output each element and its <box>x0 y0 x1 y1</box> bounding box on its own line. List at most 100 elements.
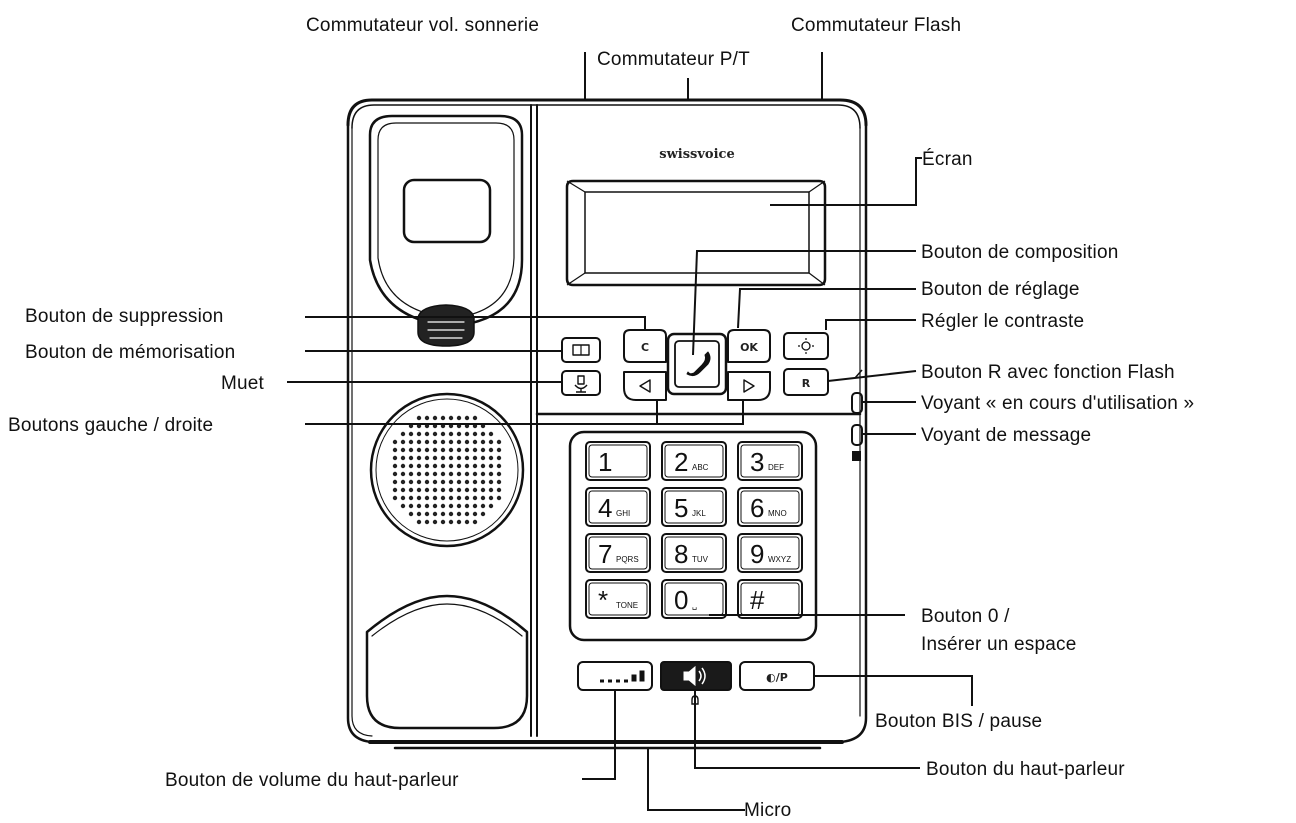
grille-hole <box>448 487 454 493</box>
grille-hole <box>408 487 414 493</box>
grille-hole <box>456 495 462 501</box>
grille-hole <box>440 503 446 509</box>
led-arc-mark <box>854 369 863 379</box>
grille-hole <box>400 447 406 453</box>
grille-hole <box>472 519 478 525</box>
delete-button[interactable]: C <box>623 329 667 363</box>
label-memory-button: Bouton de mémorisation <box>25 342 235 363</box>
grille-hole <box>464 447 470 453</box>
grille-hole <box>472 479 478 485</box>
grille-hole <box>416 495 422 501</box>
redial-pause-button[interactable]: ◐/P <box>739 661 815 691</box>
grille-hole <box>448 519 454 525</box>
grille-hole <box>496 479 502 485</box>
grille-hole <box>488 495 494 501</box>
grille-hole <box>456 431 462 437</box>
grille-hole <box>456 519 462 525</box>
label-speaker-volume: Bouton de volume du haut-parleur <box>165 770 459 791</box>
grille-hole <box>416 519 422 525</box>
grille-hole <box>408 455 414 461</box>
speaker-volume-button[interactable] <box>577 661 653 691</box>
grille-hole <box>432 447 438 453</box>
memory-button[interactable] <box>561 337 601 363</box>
grille-hole <box>448 511 454 517</box>
grille-hole <box>488 447 494 453</box>
grille-hole <box>424 455 430 461</box>
grille-hole <box>496 439 502 445</box>
label-contrast: Régler le contraste <box>921 311 1084 332</box>
redial-pause-label: ◐/P <box>766 671 788 684</box>
grille-hole <box>488 503 494 509</box>
grille-hole <box>472 431 478 437</box>
label-flash-switch: Commutateur Flash <box>791 15 961 36</box>
label-message-led: Voyant de message <box>921 425 1091 446</box>
keypad-key-letters: ABC <box>692 463 709 472</box>
speaker-grille <box>392 415 502 525</box>
grille-hole <box>440 471 446 477</box>
grille-hole <box>432 519 438 525</box>
keypad-key-letters: JKL <box>692 509 706 518</box>
grille-hole <box>440 519 446 525</box>
ok-button[interactable]: OK <box>727 329 771 363</box>
arrow-left-icon <box>639 379 651 393</box>
grille-hole <box>456 447 462 453</box>
grille-hole <box>432 503 438 509</box>
label-mute: Muet <box>221 373 265 394</box>
keypad-key-digit: 6 <box>750 493 764 523</box>
grille-hole <box>408 447 414 453</box>
keypad-key-digit: * <box>598 585 608 615</box>
grille-hole <box>392 495 398 501</box>
grille-hole <box>432 487 438 493</box>
grille-hole <box>464 479 470 485</box>
contrast-button[interactable] <box>783 332 829 360</box>
keypad-key[interactable]: # <box>737 579 803 619</box>
grille-hole <box>424 519 430 525</box>
keypad-key[interactable]: 1 <box>585 441 651 481</box>
delete-button-label: C <box>641 341 649 354</box>
mute-button[interactable] <box>561 370 601 396</box>
grille-hole <box>472 503 478 509</box>
grille-hole <box>400 455 406 461</box>
grille-hole <box>432 455 438 461</box>
right-arrow-button[interactable] <box>727 371 771 401</box>
grille-hole <box>496 447 502 453</box>
grille-hole <box>424 439 430 445</box>
grille-hole <box>464 431 470 437</box>
grille-hole <box>432 431 438 437</box>
grille-hole <box>464 439 470 445</box>
top-switch-lines <box>584 52 823 100</box>
grille-hole <box>456 439 462 445</box>
r-button-label: R <box>802 377 811 390</box>
grille-hole <box>440 487 446 493</box>
r-flash-button[interactable]: R <box>783 368 829 396</box>
grille-hole <box>432 439 438 445</box>
keypad-key[interactable]: *TONE <box>585 579 651 619</box>
label-pt-switch: Commutateur P/T <box>597 49 750 70</box>
dial-button[interactable] <box>666 332 728 396</box>
keypad-key-letters: TUV <box>692 555 709 564</box>
left-arrow-button[interactable] <box>623 371 667 401</box>
grille-hole <box>392 487 398 493</box>
grille-hole <box>464 503 470 509</box>
grille-hole <box>488 463 494 469</box>
grille-hole <box>456 487 462 493</box>
speaker-button[interactable] <box>660 661 732 691</box>
grille-hole <box>400 503 406 509</box>
grille-hole <box>480 431 486 437</box>
grille-hole <box>432 479 438 485</box>
keypad-key-digit: 8 <box>674 539 688 569</box>
label-left-right-buttons: Boutons gauche / droite <box>8 415 213 436</box>
grille-hole <box>440 439 446 445</box>
grille-hole <box>408 479 414 485</box>
sun-icon <box>801 341 811 351</box>
keypad-key[interactable]: 0␣ <box>661 579 727 619</box>
grille-hole <box>464 495 470 501</box>
